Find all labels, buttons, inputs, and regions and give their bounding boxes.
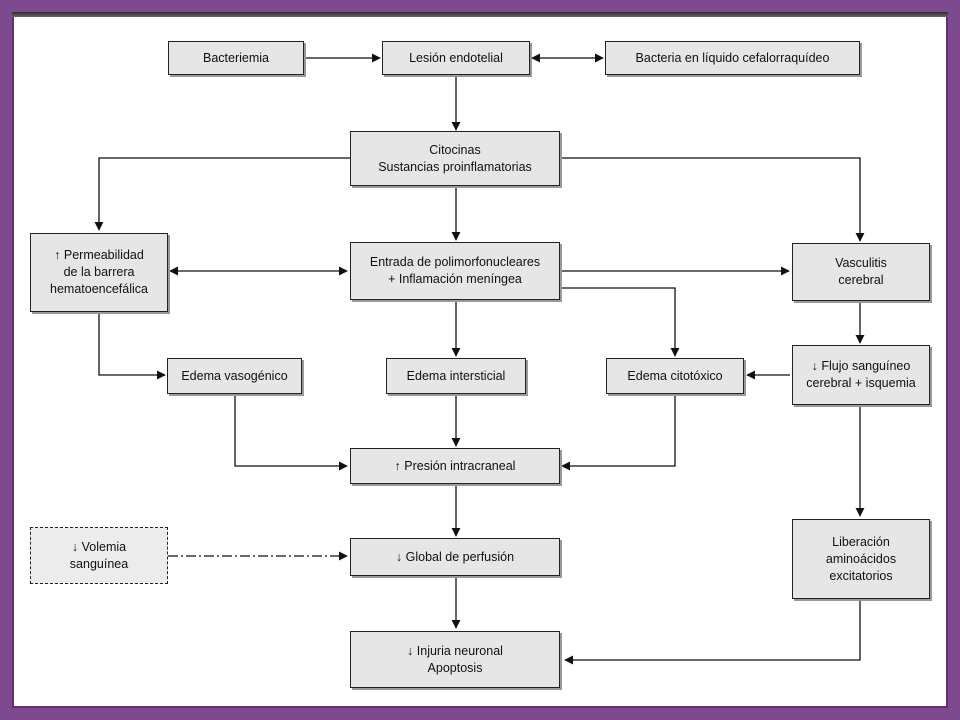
arrow-entrada-edema-citotoxico — [560, 287, 680, 357]
node-permeabilidad: ↑ Permeabilidad de la barrera hematoence… — [30, 233, 168, 312]
slide-top-bar — [12, 12, 948, 17]
node-edema-intersticial-line-1: Edema intersticial — [406, 368, 506, 383]
node-entrada-line-2: + Inflamación meníngea — [388, 272, 522, 286]
node-presion-intracraneal: ↑ Presión intracraneal — [350, 448, 560, 484]
arrow-edema-citotoxico-presion — [561, 394, 676, 471]
node-bacteria-lcr: Bacteria en líquido cefalorraquídeo — [605, 41, 860, 75]
node-permeabilidad-line-2: de la barrera — [63, 265, 135, 279]
node-flujo-sanguineo: ↓ Flujo sanguíneo cerebral + isquemia — [792, 345, 930, 405]
node-edema-vasogenico-line-1: Edema vasogénico — [181, 368, 288, 383]
arrow-edema-vasogenico-presion — [234, 394, 348, 471]
node-liberacion-line-3: excitatorios — [829, 568, 893, 583]
node-bacteriemia-line-1: Bacteriemia — [203, 50, 269, 65]
node-global-line-1: ↓ Global de perfusión — [395, 549, 515, 564]
arrow-citocinas-permeabilidad — [94, 157, 350, 231]
node-lesion-line-1: Lesión endotelial — [409, 50, 503, 65]
node-bacteria-lcr-line-1: Bacteria en líquido cefalorraquídeo — [635, 50, 830, 65]
node-edema-intersticial: Edema intersticial — [386, 358, 526, 394]
node-citocinas-line-1: Citocinas — [429, 142, 481, 157]
arrow-citocinas-vasculitis — [560, 157, 865, 242]
node-injuria-line-1: ↓ Injuria neuronal — [407, 643, 503, 658]
node-vasculitis: Vasculitis cerebral — [792, 243, 930, 301]
node-citocinas: Citocinas Sustancias proinflamatorias — [350, 131, 560, 186]
node-entrada-polimorfonucleares: Entrada de polimorfonucleares + Inflamac… — [350, 242, 560, 300]
node-vasculitis-line-1: Vasculitis — [835, 256, 887, 270]
node-edema-citotoxico-line-1: Edema citotóxico — [627, 368, 723, 383]
node-citocinas-line-2: Sustancias proinflamatorias — [378, 159, 532, 174]
arrow-liberacion-injuria — [564, 599, 861, 665]
node-bacteriemia: Bacteriemia — [168, 41, 304, 75]
node-volemia-line-2: sanguínea — [69, 556, 129, 571]
node-entrada-line-1: Entrada de polimorfonucleares — [369, 255, 541, 269]
node-flujo-line-1: ↓ Flujo sanguíneo — [811, 359, 911, 373]
node-volemia-sanguinea: ↓ Volemia sanguínea — [30, 527, 168, 584]
node-liberacion-line-1: Liberación — [832, 534, 890, 549]
node-permeabilidad-line-1: ↑ Permeabilidad — [54, 248, 144, 262]
node-lesion-endotelial: Lesión endotelial — [382, 41, 530, 75]
node-flujo-line-2: cerebral + isquemia — [806, 376, 916, 390]
node-injuria-line-2: Apoptosis — [427, 660, 483, 675]
node-liberacion-line-2: aminoácidos — [825, 551, 897, 566]
node-liberacion-aminoacidos: Liberación aminoácidos excitatorios — [792, 519, 930, 599]
node-permeabilidad-line-3: hematoencefálica — [50, 282, 148, 296]
node-edema-vasogenico: Edema vasogénico — [167, 358, 302, 394]
node-vasculitis-line-2: cerebral — [838, 273, 884, 287]
node-global-perfusion: ↓ Global de perfusión — [350, 538, 560, 576]
node-presion-line-1: ↑ Presión intracraneal — [394, 458, 516, 473]
node-edema-citotoxico: Edema citotóxico — [606, 358, 744, 394]
node-injuria-neuronal: ↓ Injuria neuronal Apoptosis — [350, 631, 560, 688]
node-volemia-line-1: ↓ Volemia — [71, 539, 127, 554]
arrow-permeabilidad-edema-vasogenico — [98, 312, 166, 380]
